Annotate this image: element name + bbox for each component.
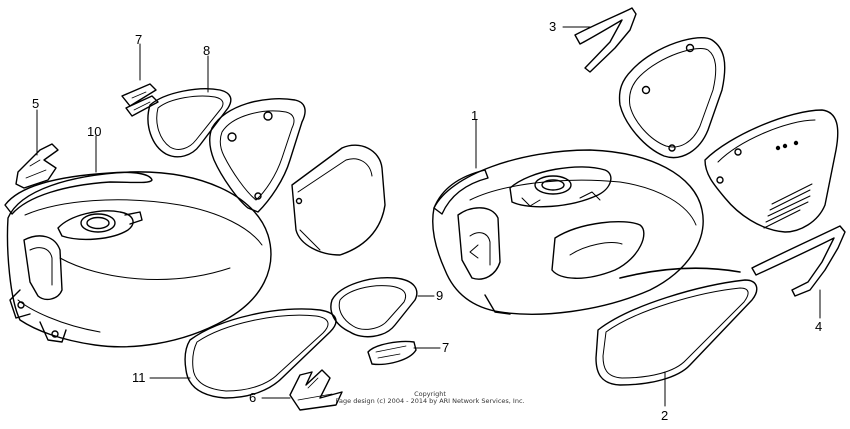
copyright-line-1: Copyright bbox=[414, 390, 446, 398]
emblem-7-lower bbox=[367, 340, 417, 366]
emblem-rim-8 bbox=[147, 88, 232, 158]
copyright-notice: Copyright Page design (c) 2004 - 2014 by… bbox=[250, 391, 610, 405]
emblem-6 bbox=[289, 369, 343, 411]
callout-2: 2 bbox=[661, 408, 669, 423]
callout-6: 6 bbox=[249, 390, 257, 405]
callout-5: 5 bbox=[32, 96, 40, 111]
callout-7-lower: 7 bbox=[442, 340, 450, 355]
emblem-7-upper bbox=[121, 83, 159, 117]
left-side-cover bbox=[291, 144, 386, 256]
callout-4: 4 bbox=[815, 319, 823, 334]
stripe-3 bbox=[574, 7, 637, 73]
stripe-2-upper bbox=[619, 267, 741, 279]
right-side-cover-frame bbox=[618, 36, 726, 159]
left-fuel-tank bbox=[6, 171, 272, 348]
stripe-4 bbox=[751, 225, 846, 297]
callout-8: 8 bbox=[203, 43, 211, 58]
seal-ring-9 bbox=[330, 277, 418, 338]
right-side-cover bbox=[704, 109, 839, 233]
callout-11: 11 bbox=[132, 370, 146, 385]
copyright-line-2: Page design (c) 2004 - 2014 by ARI Netwo… bbox=[335, 397, 525, 405]
callout-10: 10 bbox=[87, 124, 102, 139]
right-tank-trim bbox=[433, 169, 489, 215]
callout-7-upper: 7 bbox=[135, 32, 143, 47]
callout-9: 9 bbox=[436, 288, 444, 303]
leader-lines bbox=[36, 26, 821, 407]
left-side-cover-frame bbox=[209, 98, 306, 213]
knee-grip-2 bbox=[595, 279, 758, 386]
tank-trim-strip-10 bbox=[4, 171, 153, 215]
callout-1: 1 bbox=[471, 108, 479, 123]
callout-3: 3 bbox=[549, 19, 557, 34]
right-fuel-tank bbox=[432, 149, 704, 315]
knee-grip-rubber-11 bbox=[184, 308, 337, 399]
